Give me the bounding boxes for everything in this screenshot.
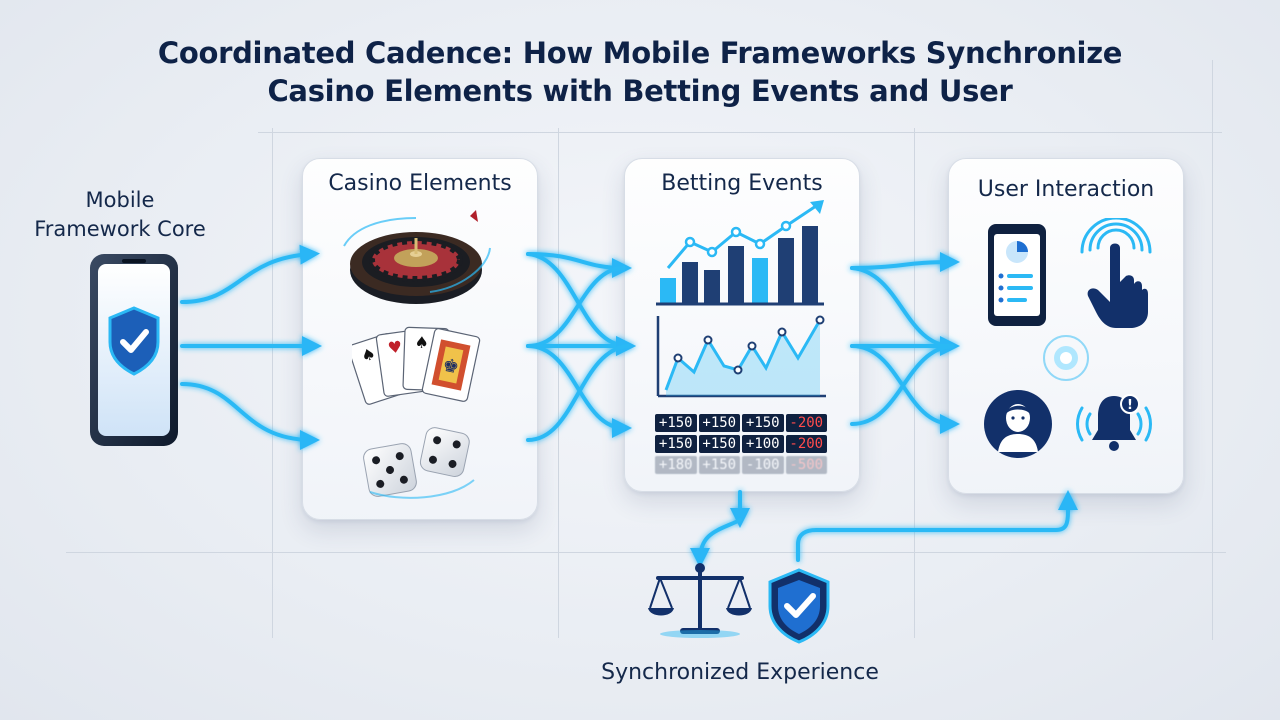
core-label-line-1: Mobile: [85, 188, 155, 212]
svg-text:♠: ♠: [359, 344, 379, 367]
svg-text:♠: ♠: [414, 333, 429, 352]
grid-line: [66, 552, 1226, 553]
flow-casino-to-betting-2: [526, 252, 636, 356]
flow-shield-to-user: [796, 490, 1078, 562]
core-label-line-2: Framework Core: [34, 217, 206, 241]
svg-text:♚: ♚: [441, 355, 461, 379]
user-interaction-title: User Interaction: [977, 177, 1155, 202]
svg-text:♥: ♥: [386, 337, 403, 358]
grid-line: [1212, 60, 1213, 640]
flow-core-to-roulette: [180, 244, 320, 304]
odds-row: +150 +150 +100 -200: [655, 435, 827, 453]
smartphone-icon: [90, 254, 178, 446]
odds-value: -500: [785, 456, 827, 474]
sync-glow-icon: [1043, 335, 1089, 381]
flow-to-scales: [690, 518, 742, 568]
grid-line: [558, 128, 559, 638]
dice-icon: [363, 427, 475, 499]
grid-line: [258, 132, 1222, 133]
flow-casino-to-betting-4: [526, 266, 626, 348]
synchronized-experience-label: Synchronized Experience: [601, 660, 879, 685]
casino-elements-card: Casino Elements: [302, 158, 538, 520]
casino-elements-title: Casino Elements: [328, 171, 512, 196]
notification-bell-icon: !: [1076, 394, 1152, 451]
growth-bar-chart-icon: [656, 200, 824, 306]
core-label: Mobile Framework Core: [30, 186, 210, 244]
title-line-2: Casino Elements with Betting Events and …: [267, 74, 1013, 108]
security-shield-icon: [768, 568, 830, 644]
odds-value: +150: [698, 456, 740, 474]
grid-line: [272, 128, 273, 638]
roulette-wheel-icon: [343, 210, 491, 304]
flow-betting-to-user-2: [850, 266, 960, 356]
balance-scale-icon: [648, 563, 752, 638]
odds-row: +150 +150 +150 -200: [655, 414, 827, 432]
shield-check-icon: [108, 306, 160, 376]
odds-value: -200: [785, 435, 827, 453]
odds-board: +150 +150 +150 -200 +150 +150 +100 -200 …: [655, 414, 827, 477]
line-chart-icon: [656, 315, 826, 398]
odds-value: +150: [698, 435, 740, 453]
flow-casino-to-betting-6: [526, 344, 632, 438]
flow-casino-to-betting-5: [526, 344, 630, 442]
odds-value: +150: [655, 435, 697, 453]
odds-value: +150: [742, 414, 784, 432]
tap-gesture-icon: [1080, 218, 1152, 328]
odds-value: +150: [655, 414, 697, 432]
odds-value: -100: [742, 456, 784, 474]
flow-betting-to-user-5: [850, 344, 954, 426]
odds-value: +180: [655, 456, 697, 474]
bars: [660, 226, 818, 304]
flow-casino-to-betting-1: [526, 252, 632, 278]
playing-cards-icon: ♠ ♥ ♠ ♚: [352, 326, 481, 405]
svg-text:!: !: [1127, 398, 1133, 413]
mobile-app-icon: [988, 224, 1046, 326]
user-avatar-icon: [984, 390, 1052, 458]
page-title: Coordinated Cadence: How Mobile Framewor…: [0, 34, 1280, 110]
title-line-1: Coordinated Cadence: How Mobile Framewor…: [157, 36, 1123, 70]
grid-line: [914, 128, 915, 638]
odds-value: -200: [785, 414, 827, 432]
odds-value: +150: [698, 414, 740, 432]
flow-core-to-dice: [180, 382, 320, 450]
betting-events-title: Betting Events: [661, 171, 823, 196]
flow-betting-to-user-1: [850, 252, 960, 273]
odds-row-reflection: +180 +150 -100 -500: [655, 456, 827, 474]
odds-value: +100: [742, 435, 784, 453]
